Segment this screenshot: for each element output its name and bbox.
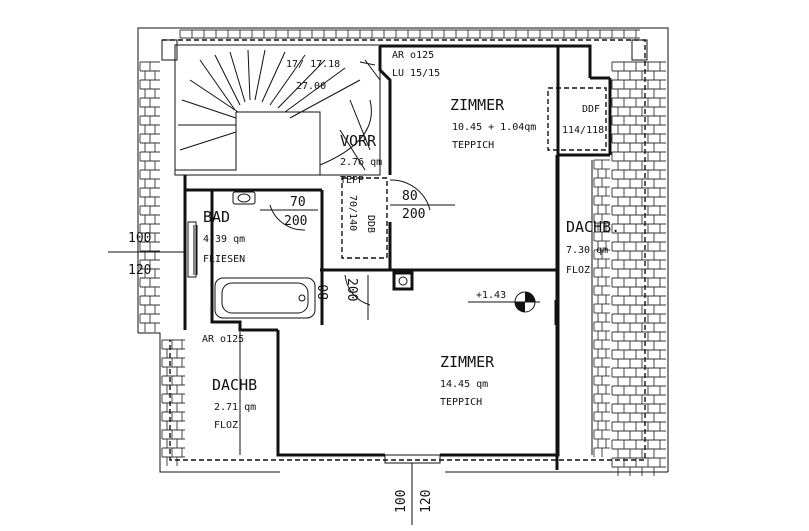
- zimmer-top-floor: TEPPICH: [452, 140, 494, 151]
- roof-hatching: [139, 29, 666, 476]
- ddb-size: 70/140: [347, 195, 358, 231]
- zimmer-bottom-floor: TEPPICH: [440, 397, 482, 408]
- ddf-label: DDF: [582, 104, 600, 115]
- ddb-skylight-outline: [341, 177, 388, 259]
- bad-door-width: 70: [290, 195, 306, 210]
- zimmer-top-area: 10.45 + 1.04qm: [452, 122, 536, 133]
- stair-annotation: 17/ 17.18: [286, 59, 340, 70]
- ddf-skylight-outline: [547, 87, 607, 151]
- bathroom-fixtures: [193, 191, 316, 319]
- bad-name: BAD: [203, 208, 230, 226]
- lu-annotation: LU 15/15: [392, 68, 440, 79]
- bad-door-height: 200: [284, 214, 307, 229]
- dachb-left-floor: FLOZ: [214, 420, 238, 431]
- ar-left-annotation: AR o125: [202, 334, 244, 345]
- dachb-left-area: 2.71 qm: [214, 402, 256, 413]
- dachb-right-name: DACHB.: [566, 218, 620, 236]
- left-window-width: 100: [128, 231, 151, 246]
- bad-floor: FLIESEN: [203, 254, 245, 265]
- dachb-left-name: DACHB: [212, 376, 257, 394]
- bad-area: 4.39 qm: [203, 234, 245, 245]
- zimmer-door-width: 80: [402, 189, 418, 204]
- zim2-door-width: 80: [317, 284, 332, 300]
- stair-annotation-2: 27.00: [296, 81, 326, 92]
- windows: [108, 221, 556, 525]
- zimmer-bottom-area: 14.45 qm: [440, 379, 488, 390]
- ddb-label: DDB: [365, 215, 376, 233]
- bottom-window-width: 100: [394, 490, 409, 513]
- level-label: +1.43: [476, 290, 506, 301]
- zimmer-bottom-name: ZIMMER: [440, 353, 495, 371]
- zim2-door-height: 200: [344, 278, 359, 301]
- left-window-height: 120: [128, 263, 151, 278]
- ddf-size: 114/118: [562, 125, 604, 136]
- vorr-area: 2.76 qm: [340, 157, 382, 168]
- staircase: [174, 44, 381, 176]
- walls: [183, 44, 612, 470]
- zimmer-top-name: ZIMMER: [450, 96, 505, 114]
- door-swings: [260, 179, 455, 320]
- dachb-right-area: 7.30 qm: [566, 245, 608, 256]
- roof-outline: [137, 27, 669, 473]
- zimmer-door-height: 200: [402, 207, 425, 222]
- dachb-right-floor: FLOZ: [566, 265, 590, 276]
- chimney: [392, 271, 414, 291]
- vorr-floor: TEPP: [340, 175, 364, 186]
- ar-top-annotation: AR o125: [392, 50, 434, 61]
- level-marker: [468, 291, 540, 313]
- vorr-name: VORR: [340, 132, 377, 150]
- bottom-window-height: 120: [419, 490, 434, 513]
- labels: ZIMMER 10.45 + 1.04qm TEPPICH ZIMMER 14.…: [128, 50, 620, 513]
